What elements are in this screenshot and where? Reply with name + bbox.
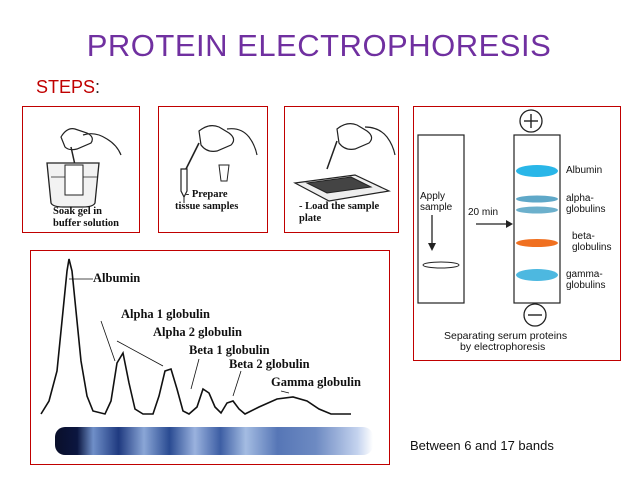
bands-note: Between 6 and 17 bands: [410, 438, 554, 453]
prepare-samples-illustration: [180, 125, 258, 203]
caption-line: tissue samples: [175, 201, 239, 212]
band-label-gamma: gamma- globulins: [566, 269, 605, 291]
soak-gel-illustration: [46, 128, 122, 208]
step-soak-gel-panel: Soak gel in buffer solution: [22, 106, 140, 233]
caption-line: Separating serum proteins: [444, 330, 568, 342]
steps-colon: :: [95, 77, 101, 97]
apply-line: Apply: [420, 191, 446, 202]
peak-label: Beta 1 globulin: [189, 343, 270, 357]
gel-strip: [55, 427, 373, 455]
separation-caption: Separating serum proteins by electrophor…: [444, 331, 567, 353]
step-load-caption: - Load the sample plate: [299, 201, 379, 225]
caption-line: buffer solution: [53, 218, 120, 229]
band-line: alpha-: [566, 193, 594, 204]
caption-line: Soak gel in: [53, 206, 103, 217]
densitometry-trace: [40, 258, 351, 415]
time-label: 20 min: [468, 207, 499, 218]
band-line: globulins: [566, 280, 606, 291]
band-line: gamma-: [566, 269, 603, 280]
apply-sample-label: Apply sample: [420, 191, 452, 213]
step-load-panel: - Load the sample plate: [284, 106, 399, 233]
apply-line: sample: [420, 202, 453, 213]
band-label-beta: beta- globulins: [572, 231, 611, 253]
peak-label: Beta 2 globulin: [229, 357, 310, 371]
band-label-albumin: Albumin: [566, 165, 602, 176]
steps-heading: STEPS:: [36, 77, 100, 98]
densitometry-panel: Albumin Alpha 1 globulin Alpha 2 globuli…: [30, 250, 390, 465]
slide-title: PROTEIN ELECTROPHORESIS: [86, 28, 552, 63]
band-line: beta-: [572, 231, 595, 242]
step-prepare-caption: - Prepare tissue samples: [175, 189, 238, 213]
steps-label: STEPS: [36, 77, 96, 97]
peak-label: Albumin: [93, 271, 141, 285]
peak-label: Alpha 1 globulin: [121, 307, 210, 321]
peak-label: Alpha 2 globulin: [153, 325, 242, 339]
peak-label: Gamma globulin: [271, 375, 361, 389]
separation-diagram: Apply sample 20 min Albumin alpha- globu…: [413, 106, 621, 361]
caption-line: by electrophoresis: [460, 341, 546, 353]
caption-line: - Prepare: [185, 189, 228, 200]
step-soak-gel-caption: Soak gel in buffer solution: [53, 206, 119, 230]
band-line: Albumin: [566, 165, 603, 176]
band-line: globulins: [566, 204, 606, 215]
band-label-alpha: alpha- globulins: [566, 193, 605, 215]
caption-line: plate: [299, 213, 322, 224]
separation-drawing: [417, 109, 561, 327]
band-line: globulins: [572, 242, 612, 253]
caption-line: - Load the sample: [299, 201, 380, 212]
step-prepare-panel: - Prepare tissue samples: [158, 106, 268, 233]
load-plate-illustration: [293, 123, 396, 202]
